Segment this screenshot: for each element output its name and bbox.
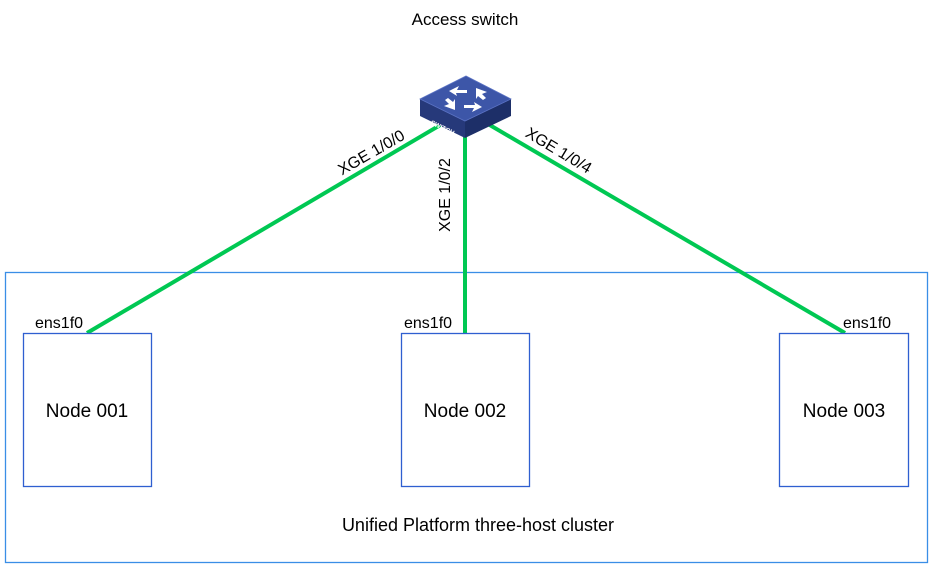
switch-title: Access switch — [412, 10, 519, 29]
cluster-label: Unified Platform three-host cluster — [342, 515, 614, 535]
node-name-001: Node 001 — [46, 401, 128, 422]
node-box-002 — [400, 332, 531, 488]
node-box-001 — [22, 332, 153, 488]
link-node-001 — [85, 122, 444, 335]
node-box-003 — [778, 332, 910, 488]
interface-label-3: ens1f0 — [843, 315, 891, 332]
interface-label-1: ens1f0 — [35, 315, 83, 332]
network-switch-icon: SWITCH — [419, 75, 512, 138]
link-node-003 — [486, 122, 847, 335]
interface-label-2: ens1f0 — [404, 315, 452, 332]
port-label-2: XGE 1/0/2 — [437, 158, 454, 232]
node-name-003: Node 003 — [803, 401, 885, 422]
node-name-002: Node 002 — [424, 401, 506, 422]
port-label-1: XGE 1/0/0 — [336, 127, 409, 179]
